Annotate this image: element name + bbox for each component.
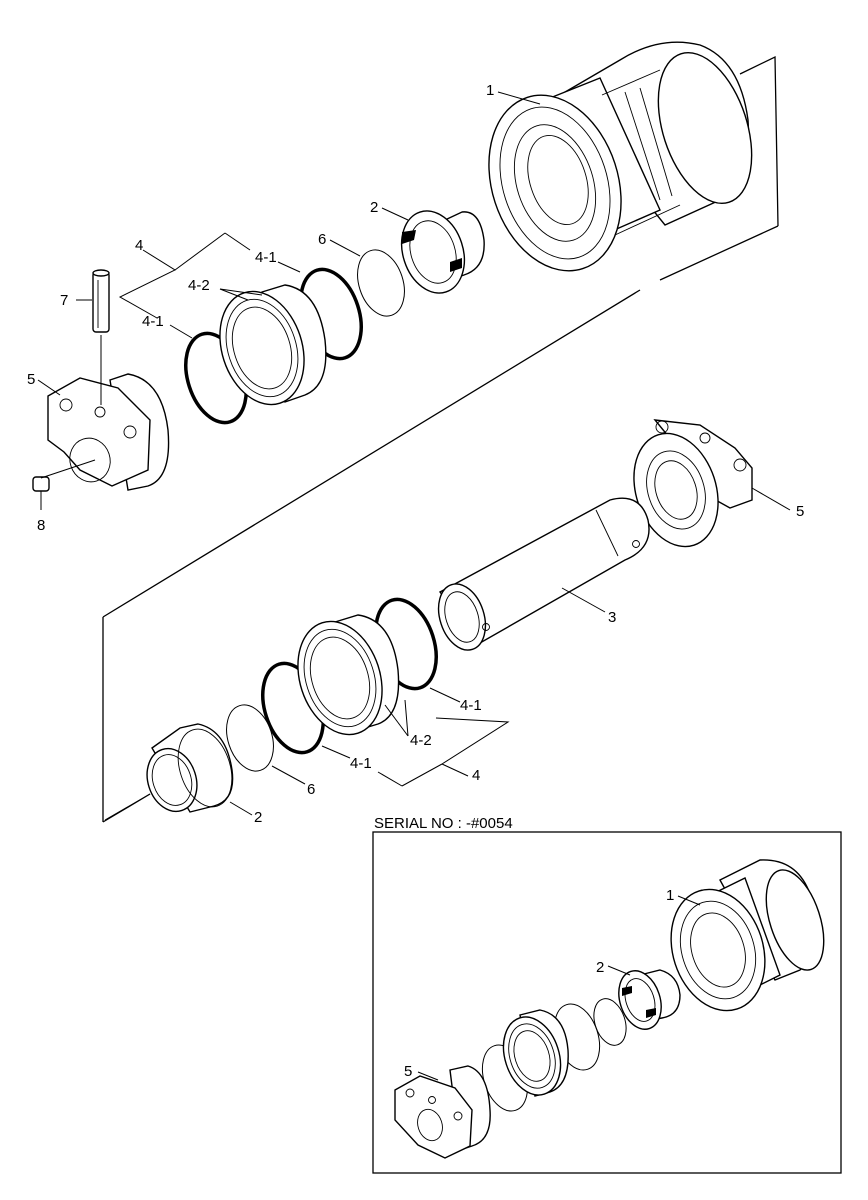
label-roller-top: 1 (486, 82, 494, 99)
inset-bushing (618, 969, 681, 1030)
leader-lines (37, 91, 791, 821)
label-floating-seal-top: 4-2 (188, 277, 210, 294)
label-plug-bottom: 6 (307, 781, 315, 798)
label-o-ring-top-1: 4-1 (255, 249, 277, 266)
callout-labels: 1 2 6 4 4-1 4-2 7 4-1 5 8 5 3 4-1 4-2 4-… (27, 82, 804, 826)
inset-frame (372, 831, 842, 1174)
inset-label-roller: 1 (666, 887, 674, 904)
label-collar-right: 5 (796, 503, 804, 520)
bolt (32, 459, 96, 510)
label-shaft: 3 (608, 609, 616, 626)
label-plug-top: 6 (318, 231, 326, 248)
shaft (437, 497, 650, 651)
spring-pin (92, 269, 110, 405)
serial-inset: SERIAL NO : -#0054 (372, 815, 842, 1174)
label-seal-group-bottom: 4 (472, 767, 480, 784)
plug-disc-top (357, 249, 405, 317)
label-bolt: 8 (37, 517, 45, 534)
label-seal-group-top: 4 (135, 237, 143, 254)
track-roller-top (488, 41, 753, 272)
label-o-ring-top-2: 4-1 (142, 313, 164, 330)
label-pin: 7 (60, 292, 68, 309)
label-bushing-bottom: 2 (254, 809, 262, 826)
collar-top (47, 373, 170, 491)
inset-floating-seal (502, 1009, 569, 1097)
bushing-bottom (146, 723, 234, 813)
label-floating-seal-bottom: 4-2 (410, 732, 432, 749)
bushing-top (400, 210, 485, 294)
label-o-ring-bottom-2: 4-1 (350, 755, 372, 772)
inset-label-bushing: 2 (596, 959, 604, 976)
inset-collar (394, 1065, 491, 1159)
serial-number-label: SERIAL NO : -#0054 (374, 815, 513, 832)
inset-label-collar: 5 (404, 1063, 412, 1080)
plug-disc-bottom (226, 704, 274, 772)
label-collar-top: 5 (27, 371, 35, 388)
floating-seal-bottom (297, 614, 400, 736)
inset-roller (670, 859, 825, 1012)
floating-seal-top (219, 284, 327, 406)
label-o-ring-bottom-1: 4-1 (460, 697, 482, 714)
label-bushing-top: 2 (370, 199, 378, 216)
